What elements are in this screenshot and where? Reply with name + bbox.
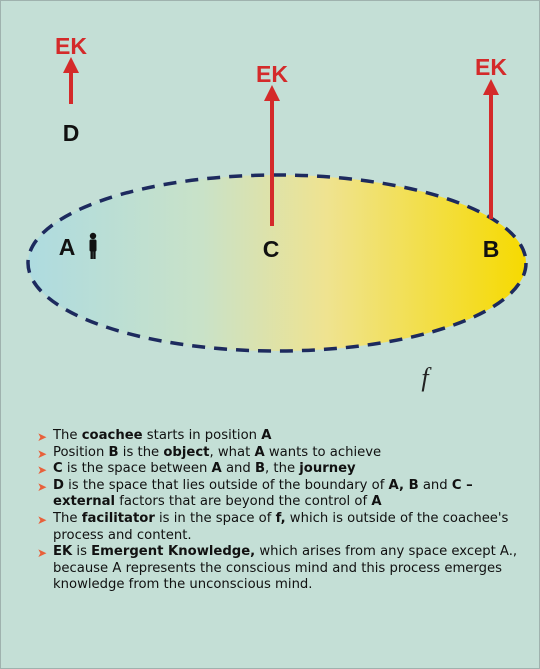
list-item: ➤ EK is Emergent Knowledge, which arises … xyxy=(37,544,537,594)
list-item: ➤ D is the space that lies outside of the… xyxy=(37,478,537,511)
text-segment: The xyxy=(53,510,82,526)
label-d: D xyxy=(63,120,80,146)
list-item: ➤ Position B is the object, what A wants … xyxy=(37,445,537,462)
text-segment: The xyxy=(53,428,82,443)
text-segment: which is outside of the coachee's proces… xyxy=(53,510,509,543)
text-segment: is the space that lies outside of the bo… xyxy=(63,477,389,493)
bold-text: coachee xyxy=(81,428,143,443)
list-item: ➤ C is the space between A and B, the jou… xyxy=(37,461,537,478)
arrow-bullet-icon: ➤ xyxy=(37,512,48,527)
space-ellipse xyxy=(26,173,528,353)
text-segment: Position xyxy=(53,444,109,460)
text-segment: , what xyxy=(209,444,255,460)
text-segment: is the space between xyxy=(62,461,212,477)
text-segment: starts in position xyxy=(142,428,262,443)
ek-label-d: EK xyxy=(55,33,87,59)
bold-text: A xyxy=(371,494,382,510)
text-segment: is in the space of xyxy=(154,510,276,526)
bold-text: C xyxy=(53,461,63,477)
ek-label-b: EK xyxy=(475,54,507,80)
list-item: ➤ The coachee starts in position A xyxy=(37,428,537,445)
arrow-bullet-icon: ➤ xyxy=(37,546,48,561)
text-segment: is xyxy=(72,544,92,560)
ek-label-c: EK xyxy=(256,61,288,87)
bold-text: facilitator xyxy=(81,510,155,526)
text-segment: wants to achieve xyxy=(264,444,382,460)
bold-text: B xyxy=(108,444,119,460)
person-icon xyxy=(89,232,97,259)
bold-text: C – external xyxy=(53,477,473,510)
bold-text: A xyxy=(211,461,222,477)
label-c: C xyxy=(263,236,280,262)
arrow-bullet-icon: ➤ xyxy=(37,479,48,494)
bold-text: EK xyxy=(53,544,73,560)
text-segment: and xyxy=(418,477,452,493)
label-f: f xyxy=(421,363,432,392)
arrow-bullet-icon: ➤ xyxy=(37,463,48,478)
list-item: ➤ The facilitator is in the space of f, w… xyxy=(37,511,537,544)
text-segment: which arises from any space except A., b… xyxy=(53,544,518,593)
bold-text: f, xyxy=(275,510,286,526)
label-b: B xyxy=(483,236,500,262)
text-segment: factors that are beyond the control of xyxy=(115,494,372,510)
text-segment: , the xyxy=(265,461,300,477)
bold-text: journey xyxy=(299,461,356,477)
text-segment: is the xyxy=(118,444,164,460)
bold-text: A, B xyxy=(388,477,419,493)
bold-text: A xyxy=(254,444,265,460)
explanation-list: ➤ The coachee starts in position A ➤ Positi… xyxy=(37,428,537,594)
bold-text: D xyxy=(53,477,64,493)
bold-text: A xyxy=(261,428,272,443)
arrow-bullet-icon: ➤ xyxy=(37,446,48,461)
bold-text: object xyxy=(163,444,210,460)
label-a: A xyxy=(59,234,76,260)
bold-text: Emergent Knowledge, xyxy=(91,544,256,560)
bold-text: B xyxy=(254,461,266,477)
text-segment: and xyxy=(221,461,255,477)
arrow-bullet-icon: ➤ xyxy=(37,430,48,444)
